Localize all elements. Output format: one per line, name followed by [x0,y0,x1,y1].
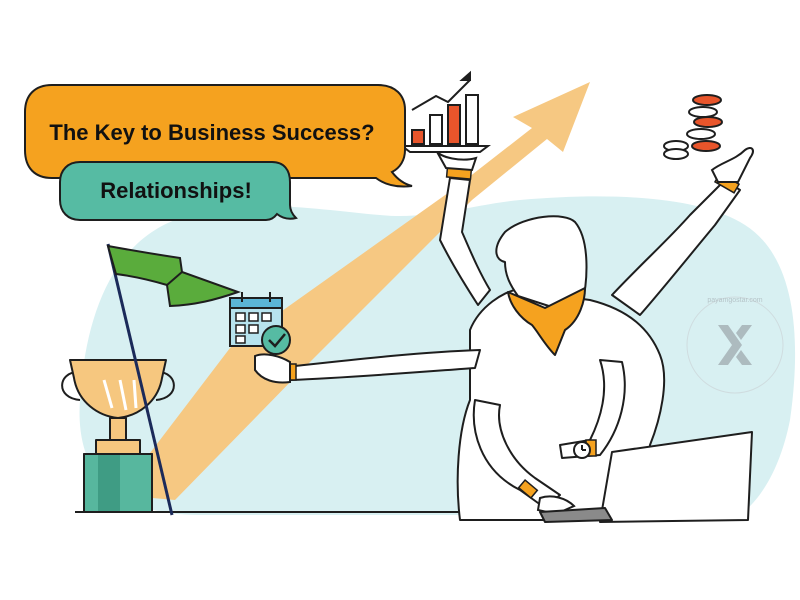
answer-bubble [59,161,298,221]
wristwatch-icon [573,441,591,459]
growth-arrow [118,82,590,500]
person-arm-coins [611,179,741,316]
person-scarf [507,287,586,356]
bar-chart-icon [399,70,491,153]
logo-icon: payamgostar.com [686,296,784,394]
flag-icon [106,243,242,516]
hands [254,147,754,516]
watermark-text: payamgostar.com [707,297,762,304]
coin-stack-icon [663,94,723,160]
person-arm-chart [439,177,491,306]
trophy-icon [61,359,175,513]
laptop-icon [539,431,753,523]
answer-text: Relationships! [100,178,252,203]
calendar-check-icon [229,292,291,355]
question-text: The Key to Business Success? [49,120,374,145]
